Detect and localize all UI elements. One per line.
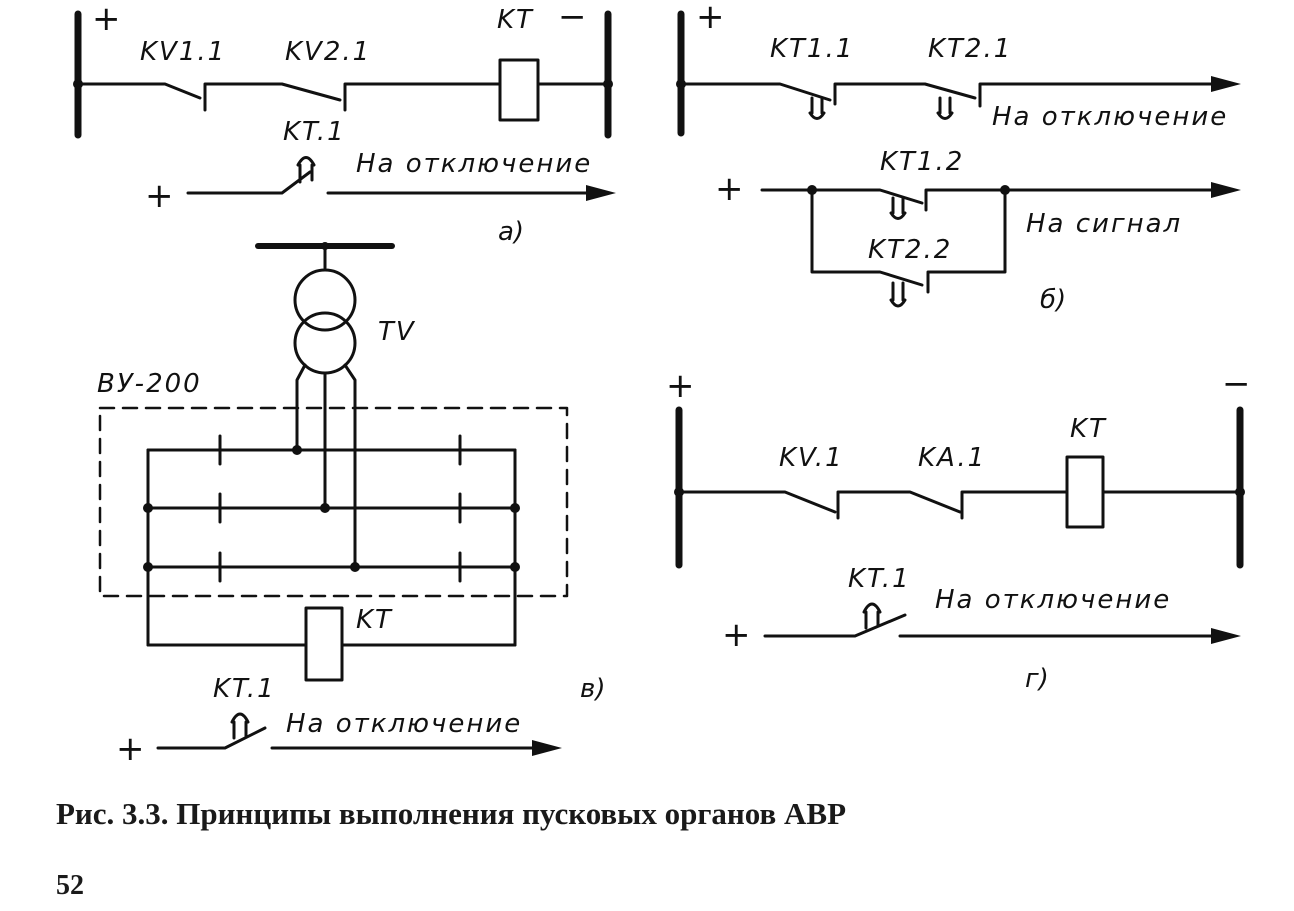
diode-icon (218, 551, 222, 583)
label-kt1-1: KT1.1 (770, 34, 854, 64)
label-kv-1: KV.1 (779, 443, 844, 473)
contact-kt1-1 (679, 82, 832, 102)
minus-sign: − (1222, 364, 1251, 404)
label-kt: KT (356, 605, 393, 635)
contact-kt-1 (763, 613, 907, 638)
sublabel-v: в) (580, 674, 605, 704)
node (510, 503, 520, 513)
plus-sign: + (92, 0, 121, 39)
time-delay-icon (889, 281, 907, 308)
label-output: На отключение (935, 585, 1171, 615)
contact-kt2-2 (810, 188, 924, 287)
time-delay-icon (808, 96, 826, 120)
node (350, 562, 360, 572)
contact-ka-1 (836, 490, 962, 520)
label-output-1: На отключение (992, 102, 1228, 132)
label-ka-1: KA.1 (918, 443, 986, 473)
contact-kv-1 (677, 490, 837, 514)
plus-sign: + (696, 0, 725, 37)
label-kt: KT (1070, 414, 1107, 444)
contact-kv2-1 (203, 82, 342, 112)
label-kv2-1: KV2.1 (285, 37, 371, 67)
time-delay-icon (296, 156, 316, 184)
label-kt-1: KT.1 (848, 564, 911, 594)
arrow-head-icon (532, 740, 562, 756)
contact-kt1-2 (810, 188, 924, 205)
diode-icon (218, 434, 222, 466)
arrow-out (978, 82, 1227, 108)
time-delay-icon (936, 96, 954, 120)
label-kt-1: KT.1 (213, 674, 276, 704)
diode-icon (458, 434, 462, 466)
transformer-winding-1 (293, 268, 357, 332)
arrow-head-icon (586, 185, 616, 201)
label-output-2: На сигнал (1026, 209, 1182, 239)
lead-c (343, 363, 357, 569)
arrow-head-icon (1211, 182, 1241, 198)
label-tv: TV (378, 317, 416, 347)
label-output: На отключение (356, 149, 592, 179)
diagram-a: + − KV1.1 KV2.1 KT + KT.1 На отключение … (73, 0, 616, 247)
plus-sign: + (722, 615, 751, 655)
diagram-v: TV ВУ-200 KT + (97, 242, 605, 769)
figure-caption: Рис. 3.3. Принципы выполнения пусковых о… (56, 796, 847, 831)
contact-kt-1 (156, 726, 267, 750)
sublabel-g: г) (1025, 664, 1049, 694)
contact-kv1-1 (76, 82, 202, 100)
label-vu-200: ВУ-200 (97, 369, 202, 399)
node (143, 562, 153, 572)
node (143, 503, 153, 513)
diagram-b: + KT1.1 KT2.1 На отключение + KT1.2 KT2.… (676, 0, 1241, 315)
rectifier-box (98, 406, 569, 598)
label-kt2-2: KT2.2 (868, 235, 952, 265)
label-kt1-2: KT1.2 (880, 147, 964, 177)
node (510, 562, 520, 572)
time-delay-icon (862, 602, 882, 630)
plus-sign: + (715, 169, 744, 209)
page-number: 52 (56, 870, 84, 901)
plus-sign: + (116, 729, 145, 769)
label-kt2-1: KT2.1 (928, 34, 1012, 64)
sublabel-b: б) (1040, 285, 1066, 315)
diode-icon (218, 492, 222, 524)
diode-icon (458, 551, 462, 583)
time-delay-icon (889, 196, 907, 220)
wire (343, 82, 502, 112)
wire (960, 490, 1069, 520)
relay-coil-kt (498, 58, 540, 122)
minus-sign: − (558, 0, 587, 37)
diode-icon (458, 492, 462, 524)
time-delay-icon (230, 712, 250, 740)
relay-coil-kt (1065, 455, 1105, 529)
sublabel-a: а) (498, 217, 524, 247)
arrow-head-icon (1211, 76, 1241, 92)
node (320, 503, 330, 513)
wire (926, 188, 1007, 294)
arrow-head-icon (1211, 628, 1241, 644)
plus-sign: + (145, 176, 174, 216)
relay-coil-kt (304, 606, 344, 682)
lead-a (295, 363, 307, 452)
wire (924, 188, 1007, 212)
node (292, 445, 302, 455)
diagram-g: + − KV.1 KA.1 KT + KT.1 На отключение г) (666, 364, 1251, 694)
label-kv1-1: KV1.1 (140, 37, 226, 67)
contact-kt2-1 (833, 82, 977, 106)
node (321, 242, 329, 250)
label-kt-1: KT.1 (283, 117, 346, 147)
plus-sign: + (666, 366, 695, 406)
contact-kt-1 (186, 170, 312, 195)
label-kt: KT (497, 5, 534, 35)
label-output: На отключение (286, 709, 522, 739)
